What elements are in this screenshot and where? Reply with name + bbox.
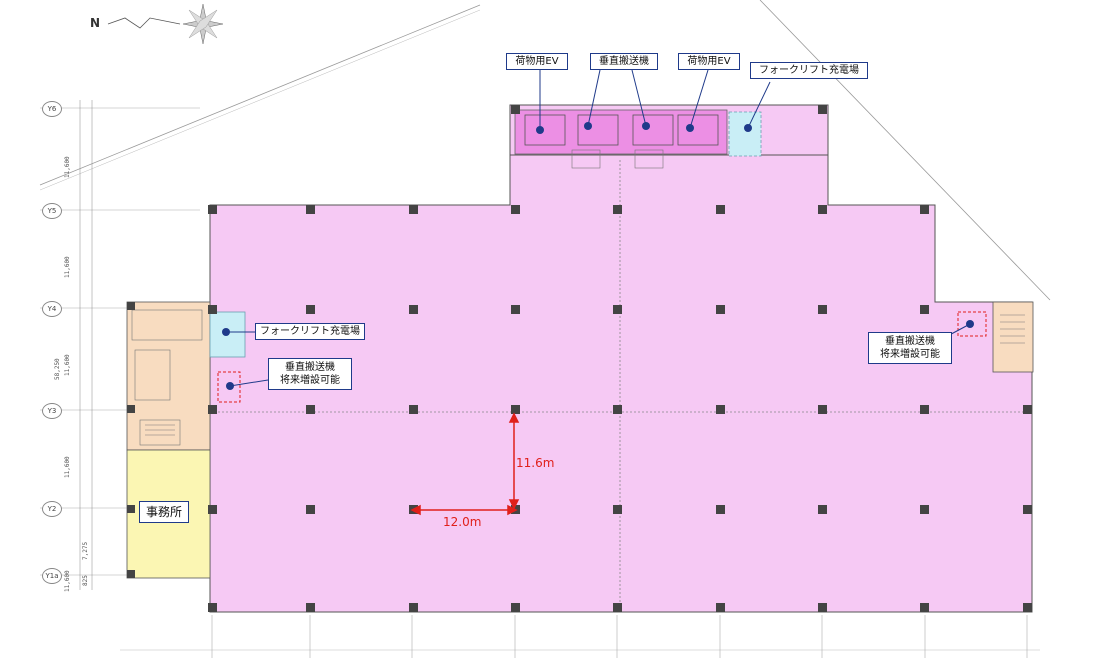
elevator-cars bbox=[524, 114, 719, 146]
label-vertical-conveyor-top: 垂直搬送機 bbox=[590, 53, 658, 70]
grid-bubble-y6: Y6 bbox=[42, 101, 62, 117]
label-vertical-conveyor-left: 垂直搬送機 将来増設可能 bbox=[268, 358, 352, 390]
marker-forklift-top bbox=[744, 124, 752, 132]
label-freight-ev-2: 荷物用EV bbox=[678, 53, 740, 70]
future-conveyor-box-right bbox=[957, 311, 987, 337]
marker-freight-ev-2 bbox=[686, 124, 694, 132]
site-boundary-line bbox=[759, 0, 1051, 301]
north-label: N bbox=[90, 16, 101, 30]
grid-bubble-y4: Y4 bbox=[42, 301, 62, 317]
grid-dimension: 7,275 bbox=[82, 541, 89, 560]
span-arrows bbox=[410, 412, 520, 516]
marker-conveyor-a bbox=[584, 122, 592, 130]
grid-bubble-y3: Y3 bbox=[42, 403, 62, 419]
forklift-zone-top bbox=[728, 111, 762, 157]
label-forklift-charging-left: フォークリフト充電場 bbox=[255, 323, 365, 340]
core-rooms bbox=[131, 309, 203, 446]
grid-bubble-y2: Y2 bbox=[42, 501, 62, 517]
grid-dimension: 11,600 bbox=[64, 256, 71, 278]
service-core bbox=[126, 301, 211, 451]
site-boundary-line bbox=[39, 9, 481, 191]
grid-dimension: 11,600 bbox=[64, 156, 71, 178]
label-line: 将来増設可能 bbox=[880, 349, 940, 360]
label-vertical-conveyor-right: 垂直搬送機 将来増設可能 bbox=[868, 332, 952, 364]
north-arrow bbox=[107, 17, 181, 29]
compass-rose bbox=[182, 3, 224, 45]
grid-lines bbox=[40, 100, 200, 590]
marker-freight-ev-1 bbox=[536, 126, 544, 134]
grid-dimension: 11,600 bbox=[64, 354, 71, 376]
label-freight-ev-1: 荷物用EV bbox=[506, 53, 568, 70]
elevator-shafts bbox=[514, 109, 728, 155]
grid-dimension-total: 58,250 bbox=[54, 358, 61, 380]
label-line: 垂直搬送機 bbox=[885, 336, 935, 347]
right-service-core bbox=[992, 301, 1034, 373]
elevator-lobby bbox=[571, 149, 664, 169]
site-boundary-line bbox=[39, 4, 481, 186]
marker-forklift-left bbox=[222, 328, 230, 336]
grid-dimension: 11,600 bbox=[64, 456, 71, 478]
grid-dimension: 825 bbox=[82, 575, 89, 586]
warehouse-floor bbox=[209, 154, 1033, 613]
label-line: 垂直搬送機 bbox=[285, 362, 335, 373]
grid-bubble-y5: Y5 bbox=[42, 203, 62, 219]
grid-bubble-y1a: Y1a bbox=[42, 568, 62, 584]
label-forklift-charging-top: フォークリフト充電場 bbox=[750, 62, 868, 79]
leader-lines bbox=[226, 69, 971, 387]
partitions bbox=[210, 160, 1032, 612]
grid-dimension: 11,600 bbox=[64, 570, 71, 592]
future-conveyor-box-left bbox=[217, 371, 241, 403]
dimension-horizontal: 12.0m bbox=[443, 515, 482, 529]
marker-conveyor-right bbox=[966, 320, 974, 328]
marker-dots bbox=[222, 122, 974, 390]
label-office: 事務所 bbox=[139, 501, 190, 523]
marker-conveyor-left bbox=[226, 382, 234, 390]
marker-conveyor-b bbox=[642, 122, 650, 130]
right-stairs bbox=[1000, 314, 1025, 344]
label-line: 将来増設可能 bbox=[280, 375, 340, 386]
bottom-grid-ticks bbox=[211, 615, 1028, 658]
dimension-vertical: 11.6m bbox=[516, 456, 555, 470]
